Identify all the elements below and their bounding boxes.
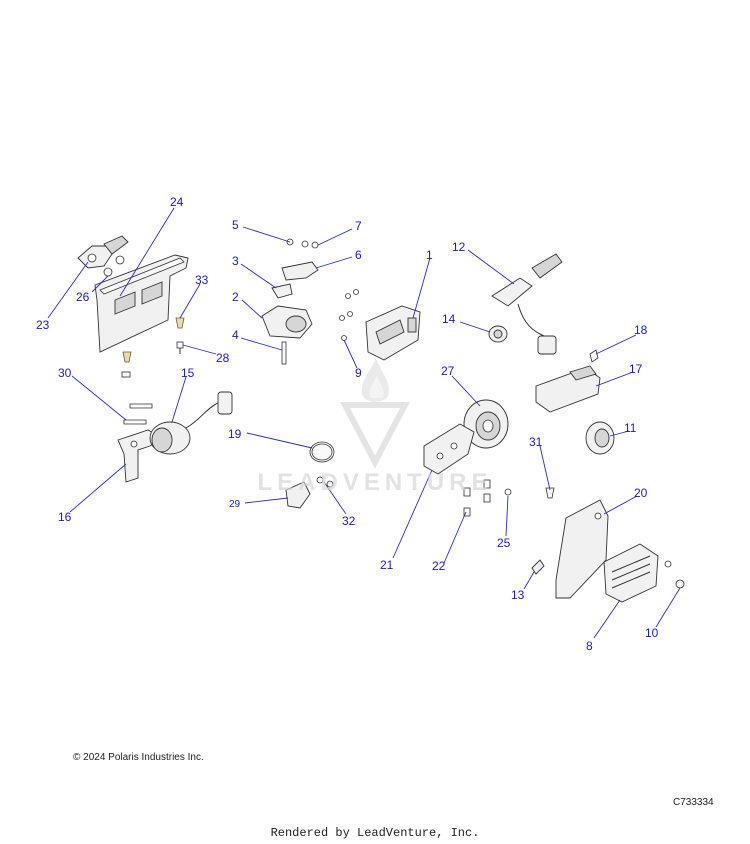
part-4-bolt[interactable] bbox=[281, 341, 287, 365]
part-9-screws[interactable] bbox=[339, 289, 359, 341]
callout-27[interactable]: 27 bbox=[441, 364, 455, 378]
part-33-standoff[interactable] bbox=[175, 317, 185, 329]
callout-12[interactable]: 12 bbox=[452, 240, 466, 254]
part-14-grommet[interactable] bbox=[488, 325, 508, 343]
part-12-harness[interactable] bbox=[491, 253, 563, 355]
part-11-horn[interactable] bbox=[585, 421, 615, 455]
part-31-fastener[interactable] bbox=[545, 487, 555, 499]
rendered-by-text: Rendered by LeadVenture, Inc. bbox=[270, 826, 480, 840]
part-8-regulator[interactable] bbox=[603, 543, 659, 603]
callout-13[interactable]: 13 bbox=[511, 588, 525, 602]
part-3-bracket[interactable] bbox=[271, 283, 293, 299]
part-10-bolt[interactable] bbox=[664, 560, 685, 589]
part-6-clip[interactable] bbox=[281, 261, 319, 281]
callout-11[interactable]: 11 bbox=[624, 421, 637, 435]
part-32-nuts[interactable] bbox=[316, 476, 334, 488]
part-30-bolts[interactable] bbox=[123, 403, 153, 425]
callout-2[interactable]: 2 bbox=[232, 290, 239, 304]
callout-32[interactable]: 32 bbox=[342, 514, 356, 528]
standoff[interactable] bbox=[121, 351, 132, 378]
part-13-sensor[interactable] bbox=[531, 559, 545, 575]
callout-14[interactable]: 14 bbox=[442, 312, 456, 326]
callout-4[interactable]: 4 bbox=[232, 328, 239, 342]
callout-23[interactable]: 23 bbox=[36, 318, 50, 332]
callout-6[interactable]: 6 bbox=[355, 248, 362, 262]
callout-25[interactable]: 25 bbox=[497, 536, 511, 550]
callout-18[interactable]: 18 bbox=[634, 323, 648, 337]
part-17-fuse-block[interactable] bbox=[535, 365, 601, 413]
callout-10[interactable]: 10 bbox=[645, 626, 659, 640]
part-20-bracket[interactable] bbox=[555, 499, 609, 599]
part-24-mounting-bracket[interactable] bbox=[94, 254, 189, 353]
part-26-nut[interactable] bbox=[103, 267, 113, 277]
callouts: 1 2 3 4 5 6 7 8 9 10 11 12 13 14 15 16 1… bbox=[36, 195, 659, 653]
leader-lines bbox=[47, 207, 681, 639]
part-21-housing[interactable] bbox=[423, 423, 475, 475]
callout-33[interactable]: 33 bbox=[195, 273, 209, 287]
callout-30[interactable]: 30 bbox=[58, 366, 72, 380]
callout-29[interactable]: 29 bbox=[229, 499, 241, 510]
part-28-screw[interactable] bbox=[176, 341, 184, 354]
callout-15[interactable]: 15 bbox=[181, 366, 195, 380]
part-19-o-ring[interactable] bbox=[309, 441, 335, 463]
callout-31[interactable]: 31 bbox=[529, 435, 543, 449]
callout-24[interactable]: 24 bbox=[170, 195, 184, 209]
part-25-washer[interactable] bbox=[504, 488, 512, 496]
part-18-terminal[interactable] bbox=[589, 349, 599, 363]
callout-21[interactable]: 21 bbox=[380, 558, 394, 572]
part-27-pulley[interactable] bbox=[463, 399, 509, 449]
callout-19[interactable]: 19 bbox=[228, 427, 242, 441]
callout-5[interactable]: 5 bbox=[232, 218, 239, 232]
part-29-relay[interactable] bbox=[285, 481, 311, 509]
part-7-screws[interactable] bbox=[301, 240, 319, 249]
diagram-code: C733334 bbox=[673, 797, 714, 808]
callout-28[interactable]: 28 bbox=[216, 351, 230, 365]
callout-9[interactable]: 9 bbox=[355, 366, 362, 380]
callout-17[interactable]: 17 bbox=[629, 362, 643, 376]
part-22-bolts[interactable] bbox=[463, 479, 491, 517]
callout-20[interactable]: 20 bbox=[634, 486, 648, 500]
callout-1[interactable]: 1 bbox=[426, 248, 433, 262]
copyright-text: © 2024 Polaris Industries Inc. bbox=[73, 752, 204, 763]
callout-26[interactable]: 26 bbox=[76, 290, 90, 304]
part-1-ecu-module[interactable] bbox=[365, 305, 421, 361]
callout-16[interactable]: 16 bbox=[58, 510, 72, 524]
callout-8[interactable]: 8 bbox=[586, 639, 593, 653]
part-15-sensor[interactable] bbox=[149, 391, 233, 455]
callout-7[interactable]: 7 bbox=[355, 219, 362, 233]
callout-22[interactable]: 22 bbox=[432, 559, 446, 573]
part-23-connector[interactable] bbox=[77, 235, 129, 269]
part-2-relay[interactable] bbox=[261, 305, 313, 339]
callout-3[interactable]: 3 bbox=[232, 254, 239, 268]
